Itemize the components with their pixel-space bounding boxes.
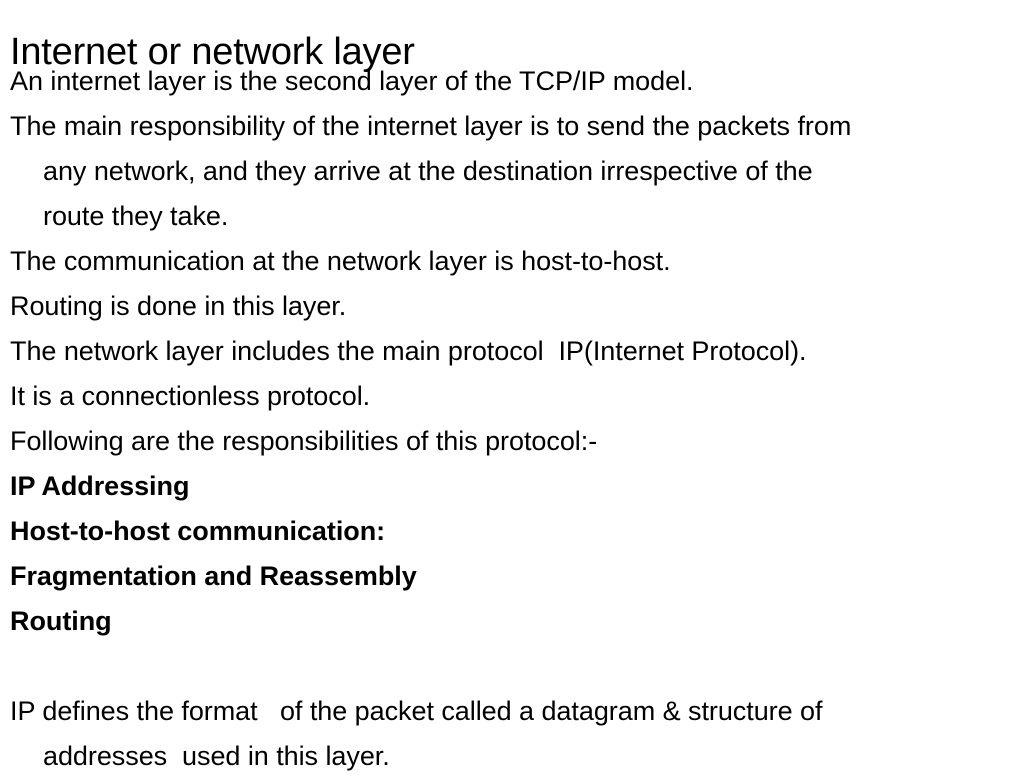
body-line: Host-to-host communication:	[10, 516, 386, 546]
body-line: route they take.	[43, 201, 229, 231]
body-line: The network layer includes the main prot…	[10, 336, 807, 366]
body-line: It is a connectionless protocol.	[10, 381, 371, 411]
page-title: Internet or network layer	[10, 31, 415, 74]
body-line-spacer	[10, 644, 1010, 689]
body-line: The main responsibility of the internet …	[10, 111, 852, 141]
body-line: Routing is done in this layer.	[10, 291, 347, 321]
body-line: Following are the responsibilities of th…	[10, 426, 598, 456]
body-line: Routing	[10, 606, 112, 636]
body-line: Fragmentation and Reassembly	[10, 561, 417, 591]
body-line: IP Addressing	[10, 471, 190, 501]
body-line: addresses used in this layer.	[43, 741, 390, 771]
body-line: The communication at the network layer i…	[10, 246, 671, 276]
body-line: An internet layer is the second layer of…	[10, 66, 694, 96]
body-line: any network, and they arrive at the dest…	[43, 156, 813, 186]
body-line: IP defines the format of the packet call…	[10, 696, 823, 726]
slide-body: An internet layer is the second layer of…	[10, 59, 1010, 779]
